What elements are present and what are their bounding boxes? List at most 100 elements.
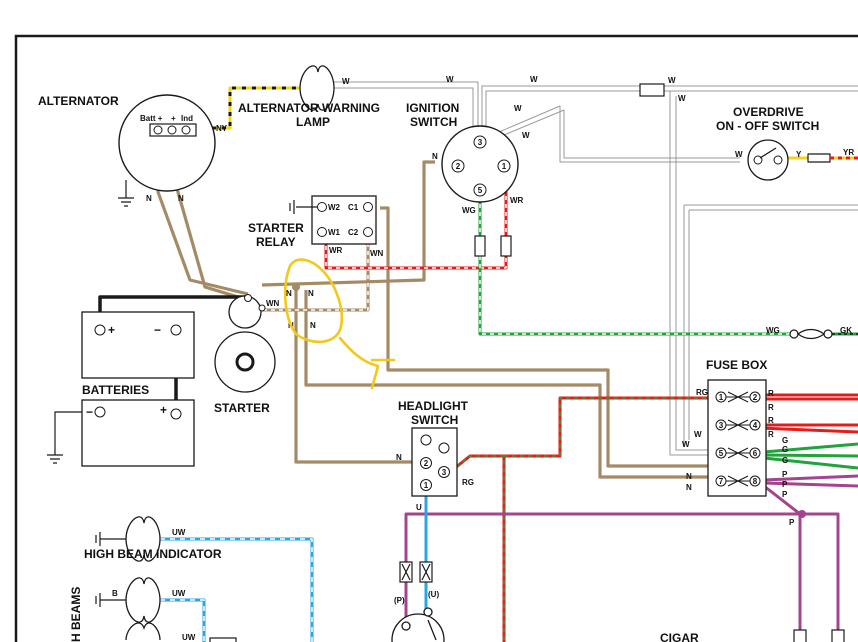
lbl-gk: GK: [840, 326, 852, 335]
lbl-wr2: WR: [329, 246, 343, 255]
wire-labels: NY W W W W W W W W Y YR N WR WG WR WN WN…: [112, 75, 854, 642]
lbl-wg2: WG: [766, 326, 780, 335]
lbl-rg2: RG: [696, 388, 708, 397]
lbl-g3: G: [782, 456, 788, 465]
lbl-yr: YR: [843, 148, 854, 157]
wires: [47, 81, 858, 642]
lbl-g2: G: [782, 445, 788, 454]
relay-line2: RELAY: [256, 235, 296, 249]
lower-right-partials: [209, 629, 845, 642]
lbl-p1: P: [782, 470, 788, 479]
high-beam-indicator-label: HIGH BEAM INDICATOR: [84, 547, 222, 561]
lbl-u: U: [416, 503, 422, 512]
fuse-pin-3: 3: [719, 421, 724, 430]
lbl-n2: N: [146, 194, 152, 203]
lbl-n1: N: [432, 152, 438, 161]
alt-warning-lamp: ALTERNATOR WARNING LAMP: [238, 65, 380, 129]
battery2-plus: +: [160, 403, 167, 417]
ground-wires: [47, 180, 134, 464]
wg-connector: [789, 328, 833, 340]
fuse-box: 1 2 3 4 5 6 7 8 FUSE BOX: [706, 358, 767, 497]
inline-fuses: [399, 235, 512, 583]
relay-pin-c1: C1: [348, 203, 359, 212]
lbl-g1: G: [782, 436, 788, 445]
high-beam-indicator: HIGH BEAM INDICATOR H BEAMS: [69, 516, 222, 642]
alternator-label: ALTERNATOR: [38, 94, 119, 108]
starter-motor: STARTER: [214, 294, 276, 415]
relay-pin-c2: C2: [348, 228, 359, 237]
fuse-box-label: FUSE BOX: [706, 358, 767, 372]
lbl-w7: W: [522, 131, 530, 140]
dip-switch-partial: [391, 607, 445, 642]
lbl-w2: W: [446, 75, 454, 84]
alt-warning-lamp-line1: ALTERNATOR WARNING: [238, 101, 380, 115]
lbl-w6: W: [514, 104, 522, 113]
ign-pin-3: 3: [478, 138, 483, 147]
hl-pin-2: 2: [424, 459, 429, 468]
lbl-n10: N: [686, 483, 692, 492]
cigar-label: CIGAR: [660, 631, 699, 642]
lbl-w10: W: [682, 440, 690, 449]
overdrive-switch: OVERDRIVE ON - OFF SWITCH: [639, 83, 819, 181]
lbl-n8: N: [396, 453, 402, 462]
relay-line1: STARTER: [248, 221, 304, 235]
lbl-uw2: UW: [172, 589, 186, 598]
fuse-pin-4: 4: [753, 421, 758, 430]
lbl-p3: P: [782, 490, 788, 499]
high-beams-label: H BEAMS: [69, 587, 83, 642]
overdrive-line1: OVERDRIVE: [733, 105, 804, 119]
lbl-uw1: UW: [172, 528, 186, 537]
fuse-outputs: [759, 393, 858, 516]
alt-pin-ind: Ind: [181, 114, 193, 123]
fuse-pin-6: 6: [753, 449, 758, 458]
hl-line2: SWITCH: [411, 413, 458, 427]
lbl-uw3: UW: [182, 633, 196, 642]
lbl-w4: W: [668, 76, 676, 85]
ign-pin-5: 5: [478, 186, 483, 195]
headlight-switch: 2 3 1 HEADLIGHT SWITCH: [398, 399, 469, 497]
white-wires: [327, 81, 858, 456]
lbl-wn2: WN: [266, 299, 280, 308]
lbl-w5: W: [678, 94, 686, 103]
lbl-n3: N: [178, 194, 184, 203]
lbl-n7: N: [310, 321, 316, 330]
fuse-pin-1: 1: [719, 393, 724, 402]
battery1-plus: +: [108, 323, 115, 337]
ign-line2: SWITCH: [410, 115, 457, 129]
wire-uw: [160, 537, 314, 642]
lbl-u-paren: (U): [428, 590, 439, 599]
lbl-w9: W: [694, 430, 702, 439]
lbl-p-paren: (P): [394, 596, 405, 605]
ign-pin-2: 2: [456, 162, 461, 171]
lbl-r2: R: [768, 403, 774, 412]
hl-pin-3: 3: [442, 468, 447, 477]
lbl-rg1: RG: [462, 478, 474, 487]
battery2-minus: −: [86, 405, 93, 419]
diagram-border: [14, 34, 858, 642]
lbl-w1: W: [342, 77, 350, 86]
yellow-annotation: [283, 258, 396, 390]
lbl-wg1: WG: [462, 206, 476, 215]
hl-line1: HEADLIGHT: [398, 399, 469, 413]
starter-label: STARTER: [214, 401, 270, 415]
battery1-minus: −: [154, 323, 161, 337]
alt-warning-lamp-line2: LAMP: [296, 115, 330, 129]
ignition-switch: 3 2 1 5 IGNITION SWITCH: [406, 101, 519, 203]
starter-relay: W2 C1 W1 C2 STARTER RELAY: [248, 195, 377, 249]
lbl-w8: W: [735, 150, 743, 159]
lbl-wr1: WR: [510, 196, 524, 205]
lbl-ny: NY: [216, 124, 228, 133]
lbl-n5: N: [308, 289, 314, 298]
lbl-n9: N: [686, 472, 692, 481]
fuse-pin-7: 7: [719, 477, 724, 486]
fuse-pin-2: 2: [753, 393, 758, 402]
alt-pin-batt: Batt +: [140, 114, 163, 123]
ign-line1: IGNITION: [406, 101, 459, 115]
hl-pin-1: 1: [424, 481, 429, 490]
lbl-y: Y: [796, 150, 802, 159]
relay-pin-w2: W2: [328, 203, 341, 212]
overdrive-line2: ON - OFF SWITCH: [716, 119, 819, 133]
lbl-n4: N: [286, 289, 292, 298]
lbl-w3: W: [530, 75, 538, 84]
